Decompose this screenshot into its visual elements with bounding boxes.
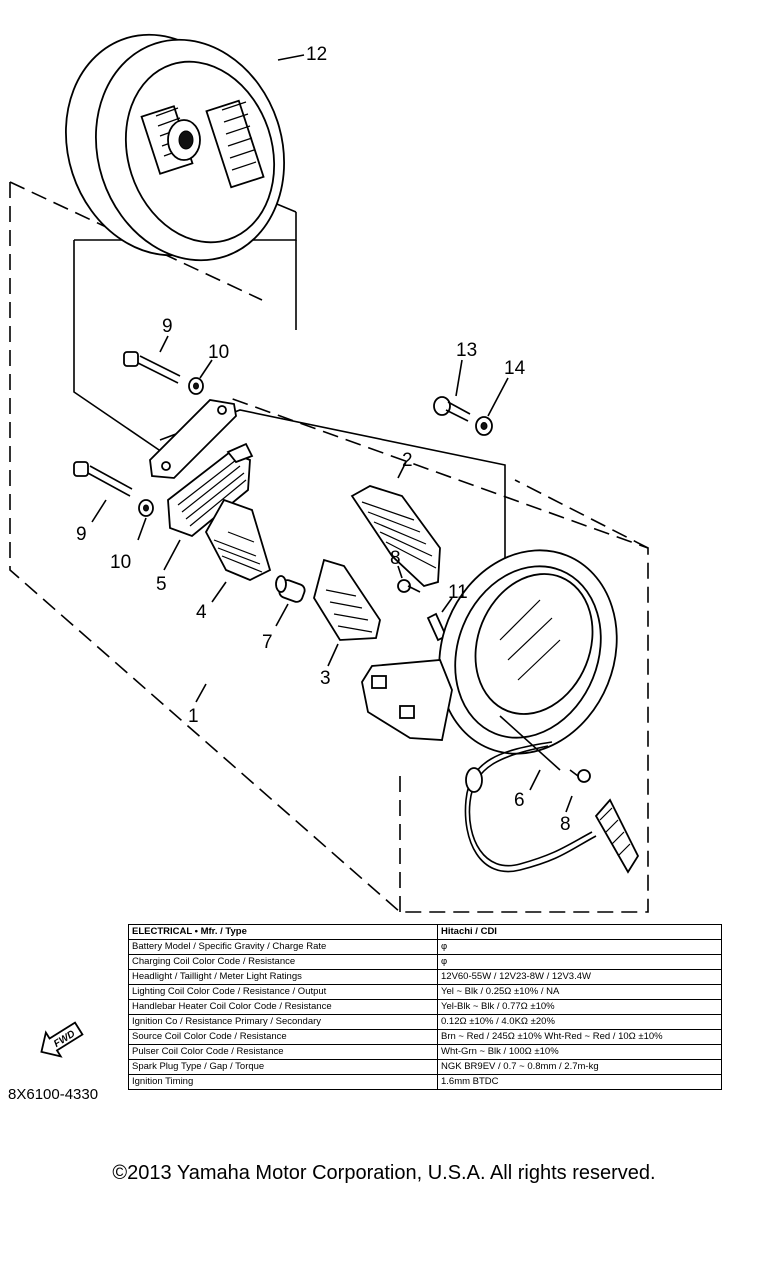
coil-part-5 xyxy=(163,442,254,571)
bolt-part-9-upper xyxy=(123,335,181,384)
spec-value: 0.12Ω ±10% / 4.0KΩ ±20% xyxy=(437,1014,722,1030)
screw-part-8-lower xyxy=(565,769,591,813)
callout-9-upper: 9 xyxy=(162,316,173,337)
spec-label: Spark Plug Type / Gap / Torque xyxy=(128,1059,438,1075)
callout-7: 7 xyxy=(262,632,273,653)
callout-14: 14 xyxy=(504,358,526,379)
fwd-arrow-icon: FWD xyxy=(40,1021,84,1058)
callout-11: 11 xyxy=(448,582,468,603)
callout-12: 12 xyxy=(306,44,327,65)
spec-value: NGK BR9EV / 0.7 ~ 0.8mm / 2.7m-kg xyxy=(437,1059,722,1075)
flywheel-rotor-part-12 xyxy=(65,33,305,262)
callout-13: 13 xyxy=(456,340,477,361)
wiring-harness-part-6 xyxy=(464,741,640,874)
spec-value: φ xyxy=(437,939,722,955)
spec-label: Handlebar Heater Coil Color Code / Resis… xyxy=(128,999,438,1015)
spec-label: Pulser Coil Color Code / Resistance xyxy=(128,1044,438,1060)
spec-label: ELECTRICAL • Mfr. / Type xyxy=(128,924,438,940)
stator-base-plate xyxy=(361,549,618,771)
spec-label: Charging Coil Color Code / Resistance xyxy=(128,954,438,970)
spec-value: Yel ~ Blk / 0.25Ω ±10% / NA xyxy=(437,984,722,1000)
callout-2: 2 xyxy=(402,450,413,471)
washer-part-10 xyxy=(137,359,213,541)
callout-4: 4 xyxy=(196,602,207,623)
assembly-outline xyxy=(9,181,649,913)
callout-1: 1 xyxy=(188,706,199,727)
spec-value: Brn ~ Red / 245Ω ±10% Wht-Red ~ Red / 10… xyxy=(437,1029,722,1045)
spec-value: Hitachi / CDI xyxy=(437,924,722,940)
leader-part-1 xyxy=(195,683,207,703)
screw-part-8-upper xyxy=(397,565,421,593)
copyright-notice: ©2013 Yamaha Motor Corporation, U.S.A. A… xyxy=(112,1162,656,1184)
callout-10-lower: 10 xyxy=(110,552,131,573)
spec-label: Source Coil Color Code / Resistance xyxy=(128,1029,438,1045)
spec-value: 1.6mm BTDC xyxy=(437,1074,722,1090)
callout-8-upper: 8 xyxy=(390,548,401,569)
spec-label: Lighting Coil Color Code / Resistance / … xyxy=(128,984,438,1000)
table-row: Headlight / Taillight / Meter Light Rati… xyxy=(128,969,722,985)
bolt-part-9-lower xyxy=(73,461,133,523)
spec-label: Headlight / Taillight / Meter Light Rati… xyxy=(128,969,438,985)
coil-part-2 xyxy=(350,461,441,588)
spec-label: Ignition Co / Resistance Primary / Secon… xyxy=(128,1014,438,1030)
spec-value: 12V60-55W / 12V23-8W / 12V3.4W xyxy=(437,969,722,985)
callout-6: 6 xyxy=(514,790,525,811)
spec-label: Ignition Timing xyxy=(128,1074,438,1090)
pulser-coil-part-3 xyxy=(313,558,381,667)
callout-3: 3 xyxy=(320,668,331,689)
callout-8-lower: 8 xyxy=(560,814,571,835)
table-row: Lighting Coil Color Code / Resistance / … xyxy=(128,984,722,1000)
bolt-part-13 xyxy=(433,359,471,422)
capacitor-part-7 xyxy=(275,575,306,627)
spec-value: φ xyxy=(437,954,722,970)
coil-part-4 xyxy=(204,498,272,603)
callout-5: 5 xyxy=(156,574,167,595)
spec-value: Yel-Blk ~ Blk / 0.77Ω ±10% xyxy=(437,999,722,1015)
spec-label: Battery Model / Specific Gravity / Charg… xyxy=(128,939,438,955)
table-row: Handlebar Heater Coil Color Code / Resis… xyxy=(128,999,722,1015)
callout-9-lower: 9 xyxy=(76,524,87,545)
callout-10-upper: 10 xyxy=(208,342,229,363)
diagram-part-number: 8X6100-4330 xyxy=(8,1086,99,1103)
table-row: Ignition Co / Resistance Primary / Secon… xyxy=(128,1014,722,1030)
washer-part-14 xyxy=(475,377,509,436)
table-row: Battery Model / Specific Gravity / Charg… xyxy=(128,939,722,955)
spec-value: Wht-Grn ~ Blk / 100Ω ±10% xyxy=(437,1044,722,1060)
bracket-plate xyxy=(149,399,237,479)
